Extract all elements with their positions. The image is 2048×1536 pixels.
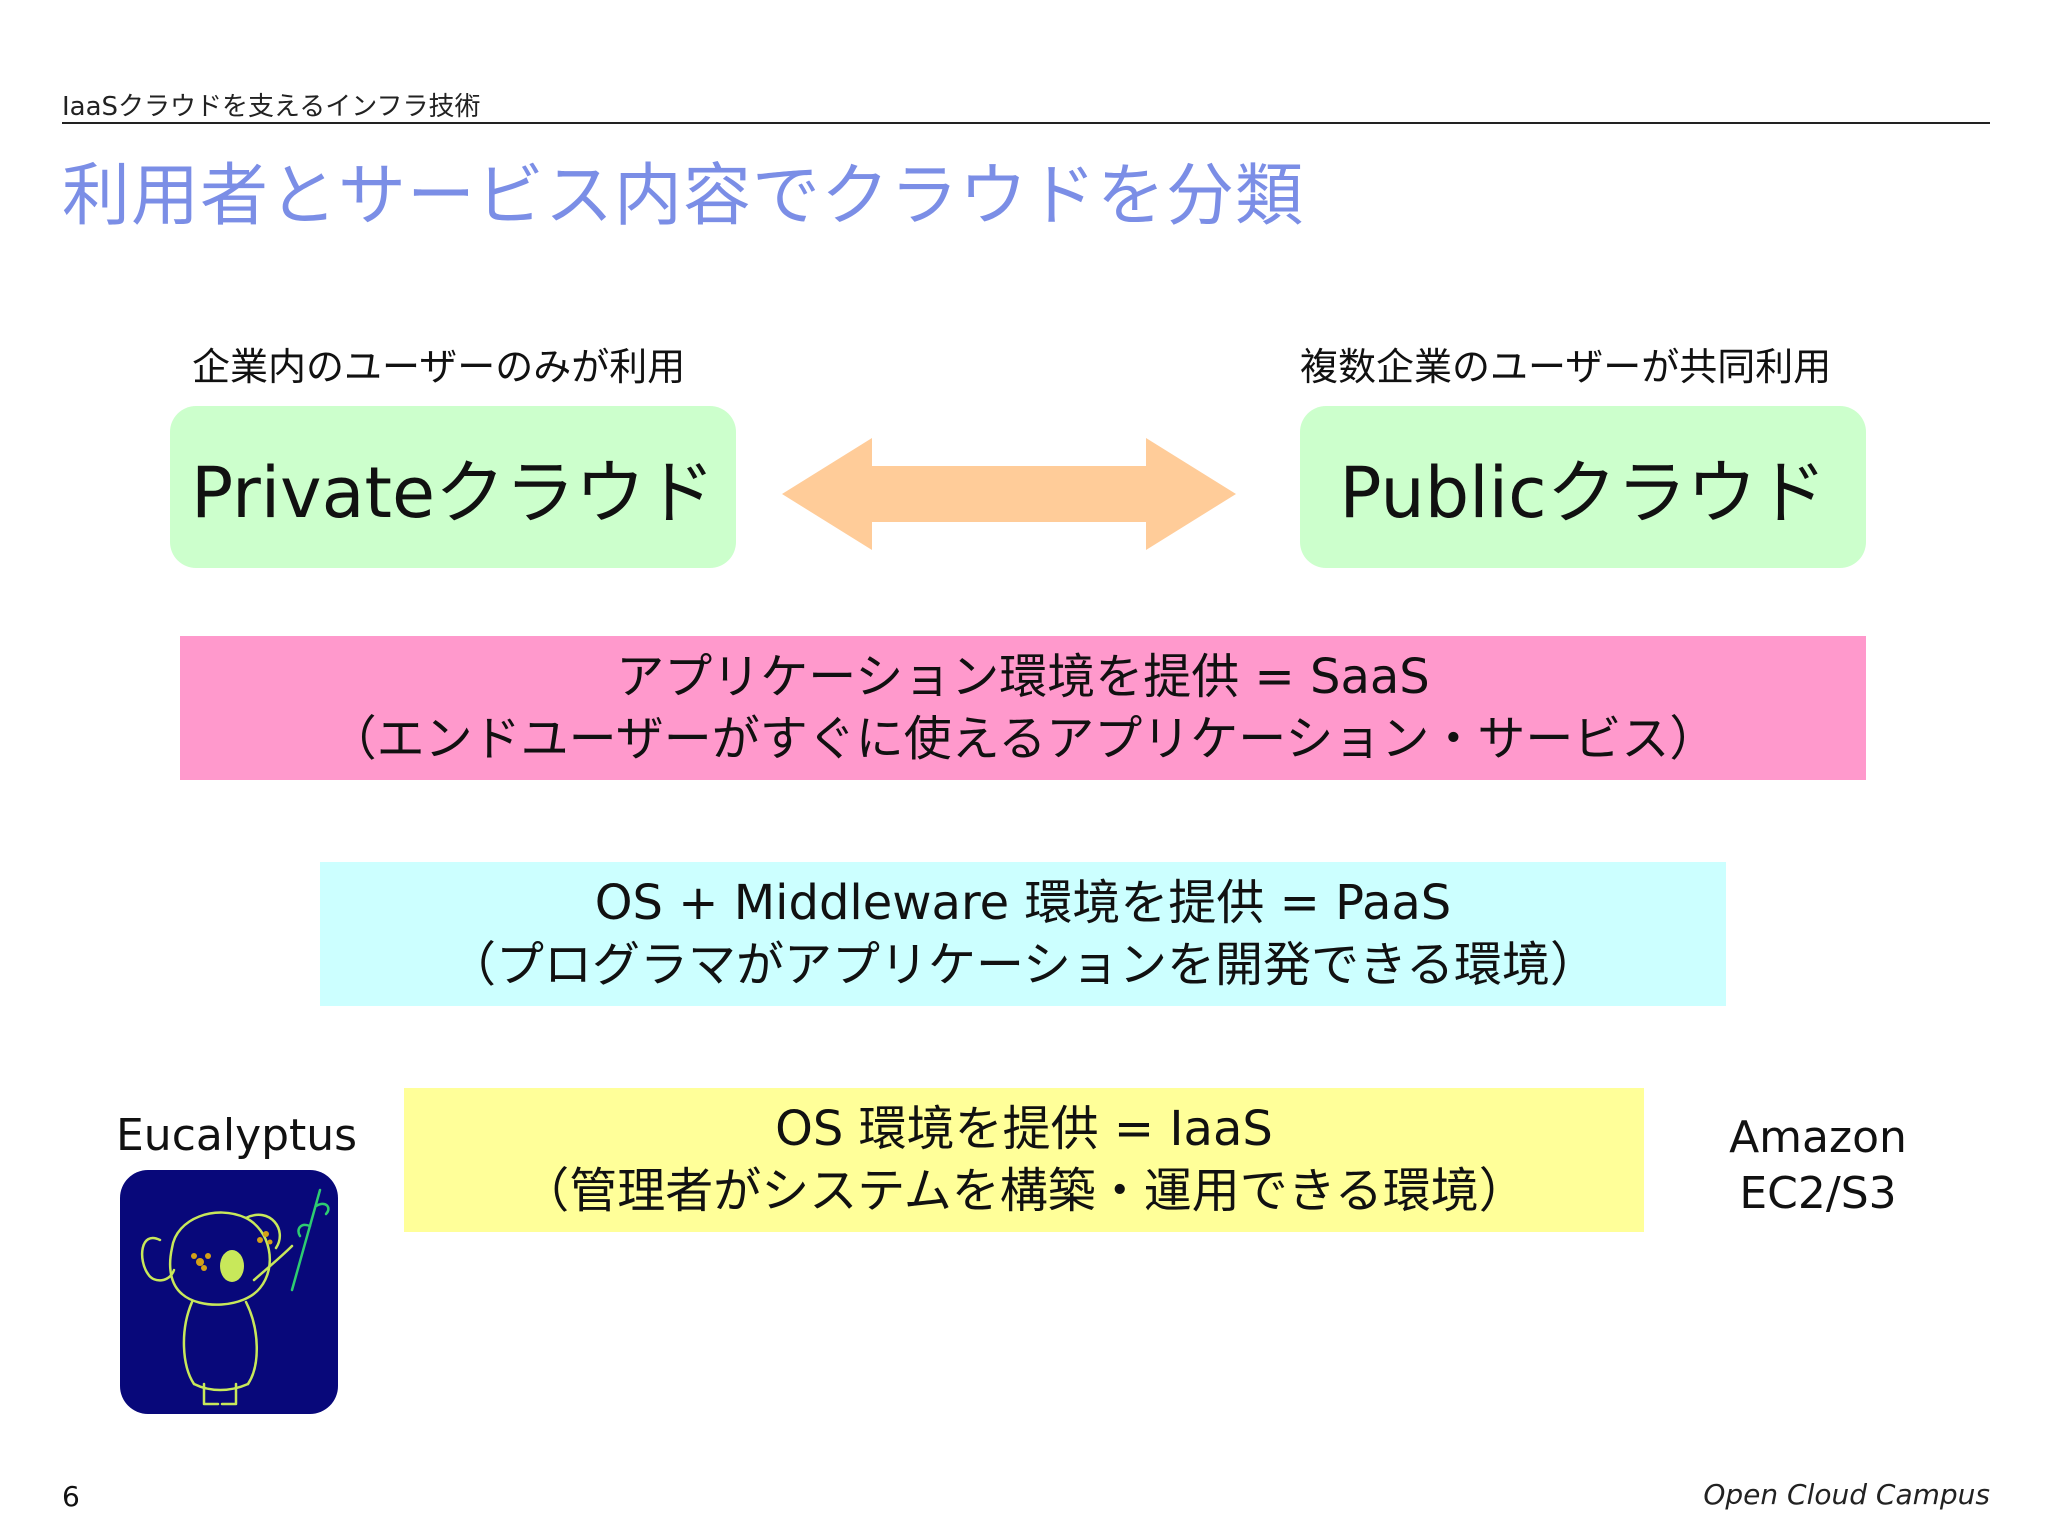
amazon-name: Amazon (1729, 1112, 1907, 1163)
private-cloud-caption: 企業内のユーザーのみが利用 (192, 345, 686, 389)
breadcrumb: IaaSクラウドを支えるインフラ技術 (62, 92, 481, 122)
saas-description: （エンドユーザーがすぐに使えるアプリケーション・サービス） (328, 711, 1718, 767)
amazon-label: Amazon EC2/S3 (1726, 1110, 1910, 1222)
page-title: 利用者とサービス内容でクラウドを分類 (62, 157, 1305, 236)
iaas-description: （管理者がシステムを構築・運用できる環境） (521, 1163, 1527, 1219)
iaas-title: OS 環境を提供 = IaaS (775, 1101, 1273, 1157)
footer-brand: Open Cloud Campus (1703, 1478, 1990, 1511)
private-cloud-label: Privateクラウド (190, 451, 716, 534)
eucalyptus-label: Eucalyptus (116, 1110, 358, 1161)
page-number: 6 (62, 1480, 80, 1513)
public-cloud-label: Publicクラウド (1339, 451, 1827, 534)
saas-layer: アプリケーション環境を提供 = SaaS （エンドユーザーがすぐに使えるアプリケ… (180, 636, 1866, 780)
paas-title: OS + Middleware 環境を提供 = PaaS (594, 875, 1452, 931)
paas-layer: OS + Middleware 環境を提供 = PaaS （プログラマがアプリケ… (320, 862, 1726, 1006)
double-headed-arrow-icon (782, 438, 1236, 550)
header-divider (62, 122, 1990, 124)
iaas-layer: OS 環境を提供 = IaaS （管理者がシステムを構築・運用できる環境） (404, 1088, 1644, 1232)
saas-title: アプリケーション環境を提供 = SaaS (616, 649, 1430, 705)
paas-description: （プログラマがアプリケーションを開発できる環境） (447, 937, 1599, 993)
amazon-services: EC2/S3 (1739, 1168, 1897, 1219)
private-cloud-box: Privateクラウド (170, 406, 736, 568)
public-cloud-caption: 複数企業のユーザーが共同利用 (1300, 345, 1832, 389)
koala-icon (140, 1188, 330, 1406)
eucalyptus-koala-logo (120, 1170, 338, 1414)
public-cloud-box: Publicクラウド (1300, 406, 1866, 568)
